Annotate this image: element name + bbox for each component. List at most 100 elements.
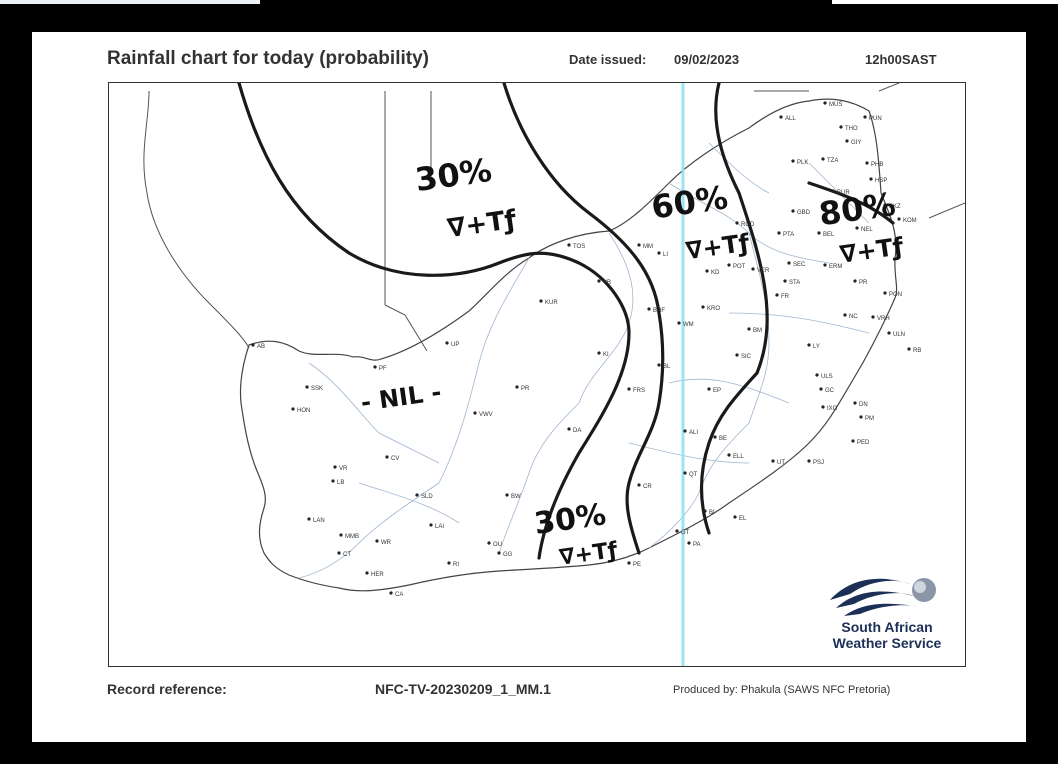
- station-marker: LY: [807, 343, 820, 350]
- contour-east-loop: [807, 181, 895, 225]
- contour-east: [699, 83, 769, 535]
- zone-probability-label: 60%: [649, 178, 730, 226]
- station-dot: [751, 267, 755, 271]
- station-label: PF: [379, 366, 387, 372]
- station-dot: [735, 221, 739, 225]
- station-dot: [687, 541, 691, 545]
- station-dot: [365, 571, 369, 575]
- station-marker: LAI: [429, 523, 444, 530]
- station-label: PTA: [783, 232, 794, 238]
- station-dot: [819, 387, 823, 391]
- station-marker: UP: [445, 341, 459, 348]
- station-dot: [647, 307, 651, 311]
- station-label: NEL: [861, 227, 873, 233]
- station-dot: [683, 471, 687, 475]
- zone-weather-label: ∇+Tƒ: [684, 229, 751, 266]
- station-marker: DN: [853, 401, 868, 408]
- station-label: LAN: [313, 518, 325, 524]
- station-label: GG: [503, 552, 513, 558]
- station-dot: [853, 279, 857, 283]
- station-dot: [597, 351, 601, 355]
- station-label: AB: [257, 344, 265, 350]
- station-label: LB: [337, 480, 344, 486]
- station-marker: AB: [251, 343, 265, 350]
- station-marker: BEL: [817, 231, 835, 238]
- station-marker: CV: [385, 455, 399, 462]
- station-label: BEL: [823, 232, 835, 238]
- station-marker: ALL: [779, 115, 796, 122]
- station-label: VER: [757, 268, 770, 274]
- forecast-sheet: Rainfall chart for today (probability) D…: [32, 32, 1026, 742]
- contour-central: [502, 83, 665, 555]
- station-dot: [373, 365, 377, 369]
- station-label: NC: [849, 314, 858, 320]
- station-dot: [567, 243, 571, 247]
- station-dot: [887, 331, 891, 335]
- station-marker: GG: [497, 551, 513, 558]
- station-marker: CT: [337, 551, 351, 558]
- station-dot: [817, 231, 821, 235]
- station-marker: PE: [627, 561, 641, 568]
- station-label: FR: [781, 294, 790, 300]
- station-marker: TOS: [567, 243, 585, 250]
- zone-weather-label: ∇+Tƒ: [446, 205, 519, 244]
- station-dot: [705, 269, 709, 273]
- station-label: PR: [859, 280, 868, 286]
- station-dot: [251, 343, 255, 347]
- station-dot: [771, 459, 775, 463]
- station-marker: PSJ: [807, 459, 824, 466]
- station-marker: LI: [657, 251, 668, 258]
- zone-weather-label: ∇+Tƒ: [558, 538, 620, 571]
- station-dot: [539, 299, 543, 303]
- date-issued-value: 09/02/2023: [674, 52, 740, 67]
- station-label: HER: [371, 572, 384, 578]
- station-dot: [727, 453, 731, 457]
- station-label: SIC: [741, 354, 752, 360]
- station-marker: GC: [819, 387, 835, 394]
- station-dot: [853, 401, 857, 405]
- station-dot: [831, 189, 835, 193]
- nil-label: - NIL -: [359, 378, 443, 417]
- station-dot: [863, 115, 867, 119]
- station-label: ULN: [893, 332, 905, 338]
- station-marker: PR: [515, 385, 530, 392]
- station-marker: GT: [675, 529, 690, 536]
- station-label: PED: [857, 440, 870, 446]
- station-marker: MUS: [823, 101, 842, 108]
- saws-emblem-icon: [830, 578, 936, 616]
- station-marker: MM: [637, 243, 653, 250]
- station-label: KRO: [707, 306, 720, 312]
- station-dot: [597, 279, 601, 283]
- station-label: THO: [845, 126, 858, 132]
- station-dot: [777, 231, 781, 235]
- station-dot: [783, 279, 787, 283]
- station-label: RB: [913, 348, 921, 354]
- station-marker: CA: [389, 591, 403, 598]
- station-dot: [851, 439, 855, 443]
- zone-labels: 30% ∇+Tƒ 60% ∇+Tƒ 80% ∇+Tƒ 30% ∇+Tƒ - NI…: [359, 151, 906, 571]
- station-label: MM: [643, 244, 653, 250]
- station-marker: POT: [727, 263, 746, 270]
- station-label: PLK: [797, 160, 808, 166]
- station-dot: [821, 157, 825, 161]
- station-marker: SIC: [735, 353, 752, 360]
- station-dot: [415, 493, 419, 497]
- station-dot: [733, 515, 737, 519]
- station-marker: BHF: [647, 307, 665, 314]
- station-dot: [791, 209, 795, 213]
- station-dot: [855, 226, 859, 230]
- station-marker: BW: [505, 493, 521, 500]
- station-label: BHF: [653, 308, 665, 314]
- station-dot: [821, 405, 825, 409]
- station-dot: [787, 261, 791, 265]
- station-marker: PHB: [865, 161, 883, 168]
- station-dot: [675, 529, 679, 533]
- station-dot: [735, 353, 739, 357]
- logo-line1: South African: [841, 619, 933, 635]
- station-dot: [515, 385, 519, 389]
- station-marker: ULS: [815, 373, 833, 380]
- station-marker: UT: [771, 459, 785, 466]
- station-label: RI: [453, 562, 459, 568]
